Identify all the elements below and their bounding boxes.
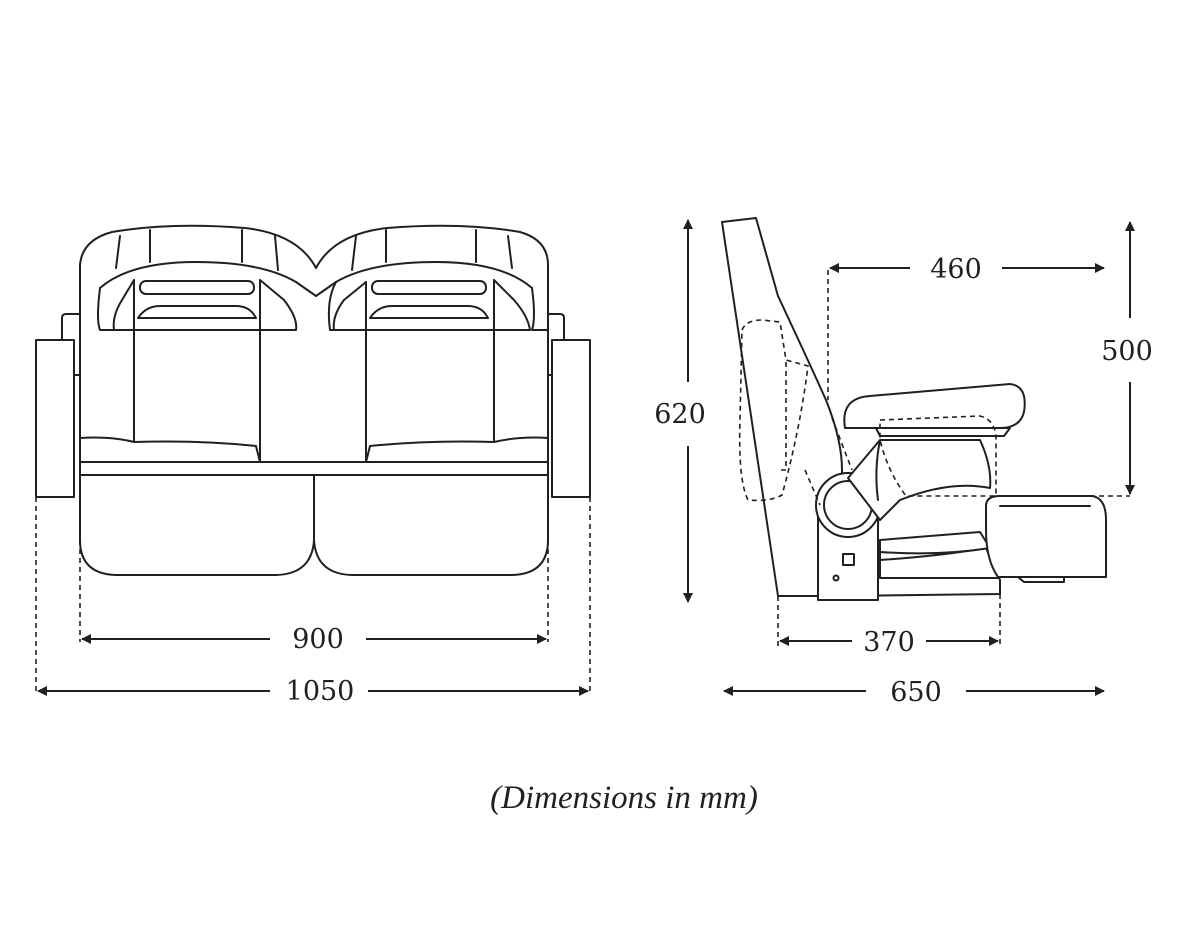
side-armrest — [843, 383, 1026, 429]
side-view — [721, 217, 1107, 601]
side-dimensions: 460 500 620 370 650 — [654, 219, 1153, 708]
side-backrest — [721, 217, 843, 597]
front-slot-pads-left — [137, 280, 257, 319]
dimensions-caption: (Dimensions in mm) — [490, 780, 758, 816]
overall-depth-label: 650 — [890, 677, 942, 708]
front-headrest-lines — [115, 229, 513, 271]
front-backrest — [79, 224, 549, 476]
depth-top-label: 460 — [930, 254, 982, 285]
overall-height-label: 620 — [654, 399, 706, 430]
right-armrest — [547, 313, 591, 498]
front-backrest-contours — [79, 279, 549, 463]
left-armrest — [35, 313, 81, 498]
side-seat-cushion — [985, 495, 1107, 578]
base-depth-label: 370 — [863, 627, 915, 658]
inner-width-label: 900 — [292, 624, 344, 655]
front-view — [35, 224, 591, 576]
front-seat-cushion-right — [313, 474, 549, 576]
front-seat-cushion-left — [79, 474, 315, 576]
seat-height-label: 500 — [1101, 336, 1153, 367]
overall-width-label: 1050 — [286, 676, 355, 707]
front-dimensions: 900 1050 — [35, 497, 591, 707]
front-slot-pads-right — [369, 280, 489, 319]
